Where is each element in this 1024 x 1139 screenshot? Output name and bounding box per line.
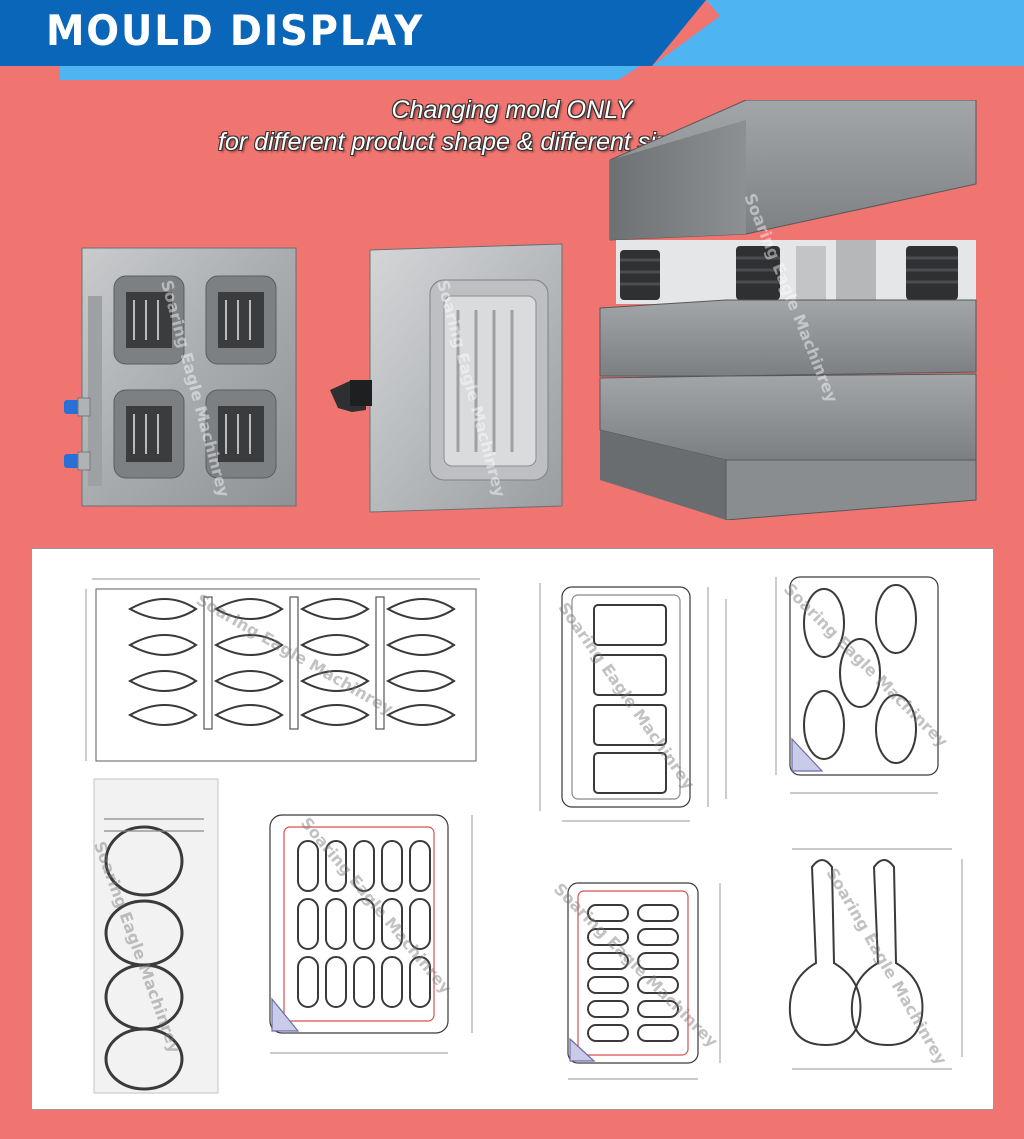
- drawing-watermark-7: Soaring Eagle Machinrey: [823, 865, 952, 1069]
- assembled-spring-mold-set: Soaring Eagle Machinrey: [599, 100, 977, 520]
- oval-grid-drawing: [269, 814, 473, 1054]
- oval-two-column-drawing: [567, 882, 721, 1080]
- drawing-watermark-2: Soaring Eagle Machinrey: [555, 599, 699, 794]
- drawing-watermark-3: Soaring Eagle Machinrey: [780, 579, 952, 751]
- oval-five-cavity-drawing: [775, 576, 939, 794]
- rectangle-tray-drawing: [539, 583, 727, 822]
- technical-drawings-panel: Soaring Eagle Machinrey Soaring Eagle Ma…: [31, 548, 994, 1110]
- page-title: MOULD DISPLAY: [46, 6, 425, 55]
- technical-drawings: Soaring Eagle Machinrey Soaring Eagle Ma…: [85, 576, 963, 1094]
- spoon-array-drawing: [85, 578, 480, 762]
- header-banner: MOULD DISPLAY: [0, 0, 1024, 80]
- spoon-pair-drawing: [788, 848, 963, 1070]
- drawing-watermark-6: Soaring Eagle Machinrey: [550, 879, 722, 1051]
- header-background: [0, 0, 1024, 80]
- drawing-watermark-5: Soaring Eagle Machinrey: [297, 814, 456, 998]
- single-cavity-mold-with-fitting: Soaring Eagle Machinrey: [330, 243, 563, 513]
- egg-shape-drawing: [93, 778, 219, 1094]
- four-cavity-mold-plate: Soaring Eagle Machinrey: [64, 247, 297, 507]
- subtitle-line-1: Changing mold ONLY: [391, 96, 633, 124]
